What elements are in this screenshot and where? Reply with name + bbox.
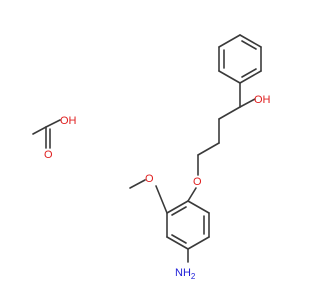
phenyl-bond-6	[218, 34, 241, 48]
ring2-inner-3	[171, 206, 187, 216]
ring2-inner-2	[171, 234, 187, 244]
chain-bond-oh	[239, 98, 256, 108]
structure-drawing: OH O OH O	[32, 34, 271, 281]
ether-bond	[187, 187, 197, 202]
amine-label: NH2	[175, 267, 196, 281]
chain-bond-3	[197, 142, 220, 156]
hydroxyl-label: OH	[254, 94, 271, 106]
amine-subscript: 2	[191, 272, 196, 281]
molecule-canvas: OH O OH O	[32, 34, 271, 281]
ether-oxygen: O	[187, 176, 202, 202]
acid-bond-c-oh	[45, 119, 61, 128]
phenyl-ring	[218, 34, 262, 84]
phenyl-bond-1	[239, 34, 262, 48]
chain-bond-1	[218, 106, 241, 120]
acid-bond-methyl	[32, 126, 47, 135]
ether-o-label: O	[193, 176, 202, 188]
phenyl-bond-3	[239, 70, 262, 84]
aminophenyl-ring	[166, 200, 210, 250]
methoxy-o-label: O	[145, 173, 154, 185]
amine-nh: NH	[175, 267, 191, 279]
ring2-bond-6	[166, 200, 189, 214]
acid-o-label: O	[44, 149, 53, 161]
ring2-bond-3	[187, 236, 210, 250]
phenyl-bond-4	[218, 70, 241, 84]
ring2-bond-4	[166, 236, 189, 250]
acid-oh-label: OH	[60, 115, 77, 127]
amine-group: NH2	[175, 248, 196, 281]
phenyl-inner-2	[241, 68, 257, 78]
methoxy-bond-me	[129, 179, 146, 189]
ring2-bond-1	[187, 200, 210, 214]
acetic-acid: OH O	[32, 115, 77, 161]
methoxy-bond-ring	[155, 185, 168, 214]
phenyl-inner-1	[241, 40, 257, 50]
pentyl-chain: OH	[197, 82, 271, 176]
methoxy-group: O	[129, 173, 168, 214]
